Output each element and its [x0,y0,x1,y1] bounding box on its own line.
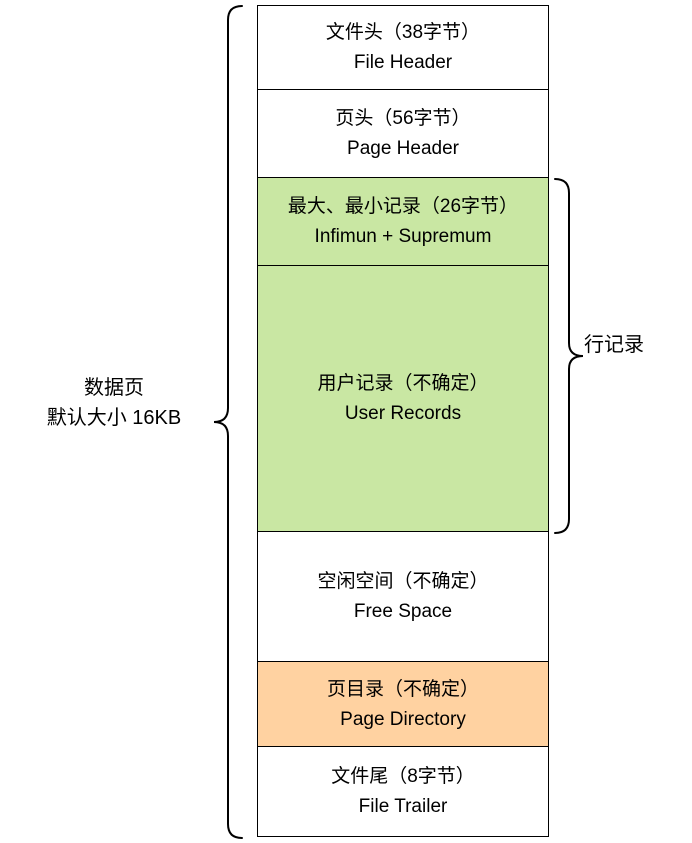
right-brace [554,178,584,534]
row-records-label: 行记录 [584,334,644,356]
block-user-records: 用户记录（不确定） User Records [258,266,548,532]
block-user-records-en: User Records [344,403,462,424]
data-page-label-line2: 默认大小 16KB [46,407,182,429]
block-free-space: 空闲空间（不确定） Free Space [258,532,548,662]
block-infimum-supremum-zh: 最大、最小记录（26字节） [287,196,519,217]
block-page-directory-zh: 页目录（不确定） [326,678,479,700]
block-free-space-en: Free Space [353,601,453,622]
block-file-trailer-en: File Trailer [358,796,448,817]
block-infimum-supremum-en: Infimun + Supremum [314,226,492,247]
block-page-header-zh: 页头（56字节） [335,108,471,129]
block-file-header: 文件头（38字节） File Header [258,6,548,90]
data-page-label-line1: 数据页 [84,377,144,399]
block-free-space-zh: 空闲空间（不确定） [317,571,489,592]
block-infimum-supremum: 最大、最小记录（26字节） Infimun + Supremum [258,178,548,266]
data-page-label: 数据页 默认大小 16KB [18,373,210,433]
block-file-trailer: 文件尾（8字节） File Trailer [258,747,548,836]
block-page-directory-en: Page Directory [340,708,466,730]
block-page-directory: 页目录（不确定） Page Directory [258,662,548,747]
block-page-header-en: Page Header [347,138,459,159]
block-file-header-zh: 文件头（38字节） [325,22,481,43]
page-structure-stack: 文件头（38字节） File Header 页头（56字节） Page Head… [257,5,549,837]
block-file-trailer-zh: 文件尾（8字节） [331,766,475,787]
left-brace [213,5,243,839]
block-file-header-en: File Header [353,52,453,73]
block-user-records-zh: 用户记录（不确定） [317,373,489,394]
block-page-header: 页头（56字节） Page Header [258,90,548,178]
